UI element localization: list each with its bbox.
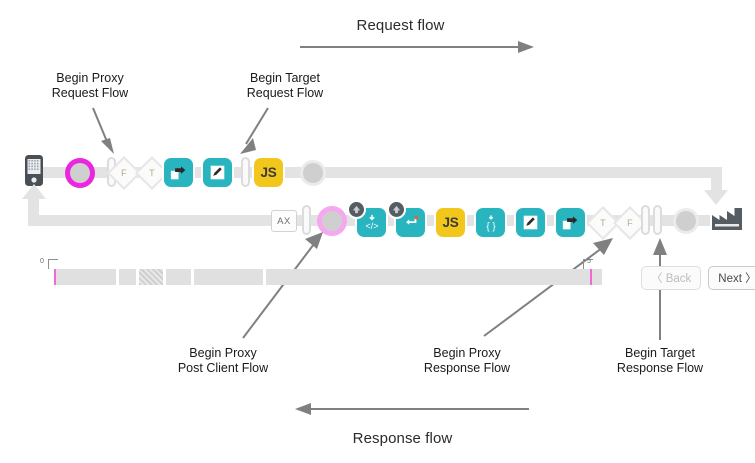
timeline-segment-gap bbox=[116, 269, 119, 285]
annotation-begin-target-response-flow: Begin Target Response Flow bbox=[600, 346, 720, 376]
proxy-post-client-flow-divider[interactable] bbox=[302, 205, 311, 235]
timeline-segment-gap bbox=[263, 269, 266, 285]
response-flow-title: Response flow bbox=[352, 430, 453, 447]
annotation-begin-target-request-flow: Begin Target Request Flow bbox=[225, 71, 345, 101]
request-end-endpoint[interactable] bbox=[303, 163, 323, 183]
policy-edit-response[interactable] bbox=[516, 208, 545, 237]
response-flow-arrow bbox=[295, 403, 529, 415]
annotation-arrow-begin-proxy-request-flow bbox=[92, 107, 114, 154]
condition-label: T bbox=[600, 218, 606, 228]
policy-code-response[interactable]: </> bbox=[357, 208, 386, 237]
timeline-start-tick bbox=[48, 259, 58, 269]
request-rail-arrowhead bbox=[704, 190, 728, 205]
post-client-endpoint[interactable] bbox=[322, 211, 342, 231]
target-response-flow-divider[interactable] bbox=[641, 205, 662, 235]
annotation-line-1: Begin Proxy bbox=[56, 71, 124, 85]
annotation-arrow-begin-proxy-response-flow bbox=[483, 238, 613, 337]
route-icon bbox=[170, 166, 186, 180]
request-rail-drop bbox=[711, 167, 722, 193]
response-end-endpoint[interactable] bbox=[676, 211, 696, 231]
annotation-line-1: Begin Target bbox=[250, 71, 320, 85]
policy-route-request[interactable] bbox=[164, 158, 193, 187]
timeline-mid-label: 5 bbox=[587, 258, 591, 265]
return-icon bbox=[405, 215, 418, 225]
request-flow-arrow bbox=[300, 41, 534, 53]
timeline-marker-start bbox=[54, 269, 56, 285]
raise-arrow-icon bbox=[392, 205, 401, 214]
timeline-segment-gap bbox=[136, 269, 139, 285]
raise-fault-icon[interactable] bbox=[347, 200, 366, 219]
annotation-line-1: Begin Target bbox=[625, 346, 695, 360]
timeline-segment-gap bbox=[191, 269, 194, 285]
flow-divider-capsule bbox=[302, 205, 311, 235]
annotation-line-2: Request Flow bbox=[51, 86, 129, 100]
back-button[interactable]: 〈 Back bbox=[641, 266, 702, 290]
policy-json-response[interactable]: { } bbox=[476, 208, 505, 237]
request-flow-title: Request flow bbox=[356, 17, 445, 34]
annotation-line-2: Response Flow bbox=[423, 361, 511, 375]
policy-route-response[interactable] bbox=[556, 208, 585, 237]
annotation-line-1: Begin Proxy bbox=[433, 346, 501, 360]
js-label: JS bbox=[442, 215, 459, 230]
raise-fault-icon[interactable] bbox=[387, 200, 406, 219]
route-icon bbox=[562, 216, 578, 230]
next-button[interactable]: Next 〉 bbox=[708, 266, 755, 290]
timeline-marker-mid bbox=[590, 269, 592, 285]
factory-icon bbox=[712, 208, 742, 230]
annotation-begin-proxy-request-flow: Begin Proxy Request Flow bbox=[30, 71, 150, 101]
json-braces-icon: { } bbox=[486, 214, 496, 232]
mobile-device-icon bbox=[25, 155, 43, 186]
policy-javascript-request[interactable]: JS bbox=[254, 158, 283, 187]
raise-arrow-icon bbox=[352, 205, 361, 214]
annotation-begin-proxy-response-flow: Begin Proxy Response Flow bbox=[407, 346, 527, 376]
analytics-node[interactable]: AX bbox=[271, 210, 297, 232]
code-icon: </> bbox=[365, 214, 378, 230]
flow-divider-capsule bbox=[241, 157, 250, 187]
annotation-line-2: Request Flow bbox=[246, 86, 324, 100]
response-rail-arrowhead bbox=[22, 184, 46, 199]
annotation-line-1: Begin Proxy bbox=[189, 346, 257, 360]
flow-divider-capsule bbox=[641, 205, 650, 235]
js-label: JS bbox=[260, 165, 277, 180]
edit-icon bbox=[523, 215, 538, 230]
edit-icon bbox=[210, 165, 225, 180]
svg-text:</>: </> bbox=[365, 220, 378, 230]
timeline-hatched-segment bbox=[139, 269, 163, 285]
svg-text:{ }: { } bbox=[486, 221, 496, 232]
flow-divider-capsule bbox=[653, 205, 662, 235]
annotation-arrow-begin-target-request-flow bbox=[240, 107, 269, 154]
condition-label: F bbox=[121, 168, 127, 178]
target-request-flow-divider[interactable] bbox=[241, 157, 250, 187]
condition-label: F bbox=[627, 218, 633, 228]
timeline-mid-tick bbox=[583, 259, 593, 269]
response-rail-corner bbox=[28, 215, 52, 226]
annotation-arrow-begin-target-response-flow bbox=[653, 238, 667, 340]
timeline-segment-gap bbox=[163, 269, 166, 285]
response-rail-riser bbox=[28, 196, 39, 220]
condition-label: T bbox=[149, 168, 155, 178]
annotation-arrow-begin-proxy-post-client-flow bbox=[242, 232, 323, 339]
request-start-endpoint[interactable] bbox=[70, 163, 90, 183]
annotation-begin-proxy-post-client-flow: Begin Proxy Post Client Flow bbox=[163, 346, 283, 376]
policy-javascript-response[interactable]: JS bbox=[436, 208, 465, 237]
policy-edit-request[interactable] bbox=[203, 158, 232, 187]
request-rail bbox=[42, 167, 722, 178]
annotation-line-2: Post Client Flow bbox=[177, 361, 269, 375]
pagination-controls: 〈 Back Next 〉 bbox=[641, 266, 755, 290]
annotation-line-2: Response Flow bbox=[616, 361, 704, 375]
timeline-start-label: 0 bbox=[40, 258, 44, 265]
